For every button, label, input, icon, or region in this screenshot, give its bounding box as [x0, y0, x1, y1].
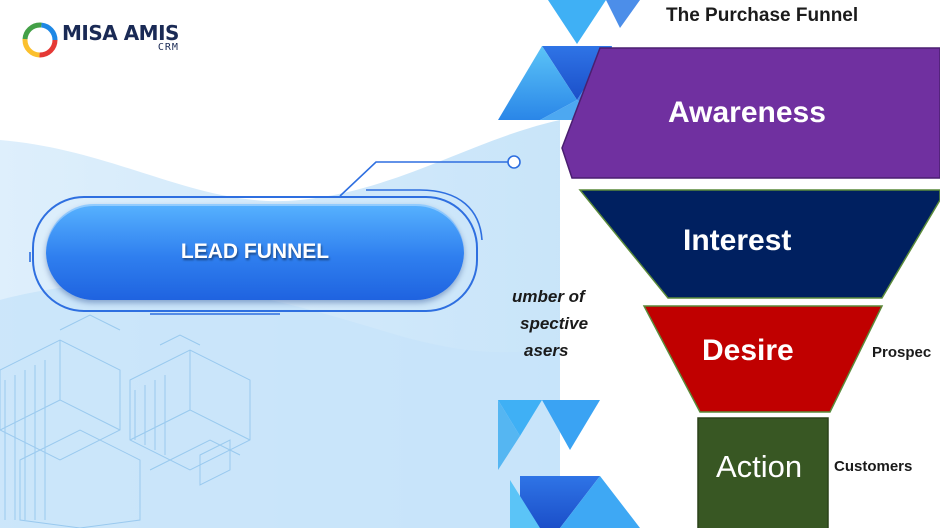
- triangle-top-4: [498, 46, 577, 120]
- logo-text: MISA AMIS CRM: [62, 22, 179, 53]
- logo: MISA AMIS CRM: [22, 22, 179, 58]
- funnel-stage-desire: [642, 305, 884, 413]
- triangle-bottom-1: [498, 400, 542, 436]
- side-note-line-2: spective: [520, 314, 589, 333]
- lead-funnel-outline: [32, 196, 478, 312]
- stage-label-desire: Desire: [702, 334, 794, 367]
- triangle-bottom-2: [498, 400, 520, 470]
- lead-funnel-button[interactable]: LEAD FUNNEL: [46, 204, 464, 300]
- misa-logo-icon: [22, 22, 58, 58]
- isometric-lines: [0, 314, 251, 528]
- stage-label-action: Action: [716, 449, 803, 484]
- label-prospects: Prospec: [872, 344, 932, 361]
- label-customers: Customers: [834, 458, 913, 475]
- side-note-line-1: umber of: [512, 287, 585, 306]
- triangle-top-3: [542, 46, 612, 100]
- stage-label-awareness: Awareness: [668, 96, 826, 129]
- funnel-stage-interest: [578, 189, 940, 299]
- stage-label-interest: Interest: [683, 224, 792, 257]
- triangle-top-1: [548, 0, 606, 44]
- triangle-bottom-3: [542, 400, 600, 450]
- triangle-bottom-5: [560, 476, 640, 528]
- lead-funnel-label: LEAD FUNNEL: [180, 240, 330, 263]
- triangle-bottom-6: [510, 480, 540, 528]
- connector-line: [29, 161, 508, 315]
- wave-shape-2: [0, 283, 580, 528]
- logo-sub: CRM: [157, 42, 179, 53]
- funnel-title: The Purchase Funnel: [666, 5, 859, 26]
- connector-dot: [507, 155, 521, 169]
- triangle-bottom-4: [520, 476, 600, 528]
- funnel-stage-awareness: [561, 47, 940, 179]
- triangle-top-2: [606, 0, 640, 28]
- side-note-line-3: asers: [524, 341, 569, 360]
- logo-name: MISA AMIS: [62, 21, 179, 45]
- funnel-stage-action: [697, 417, 829, 528]
